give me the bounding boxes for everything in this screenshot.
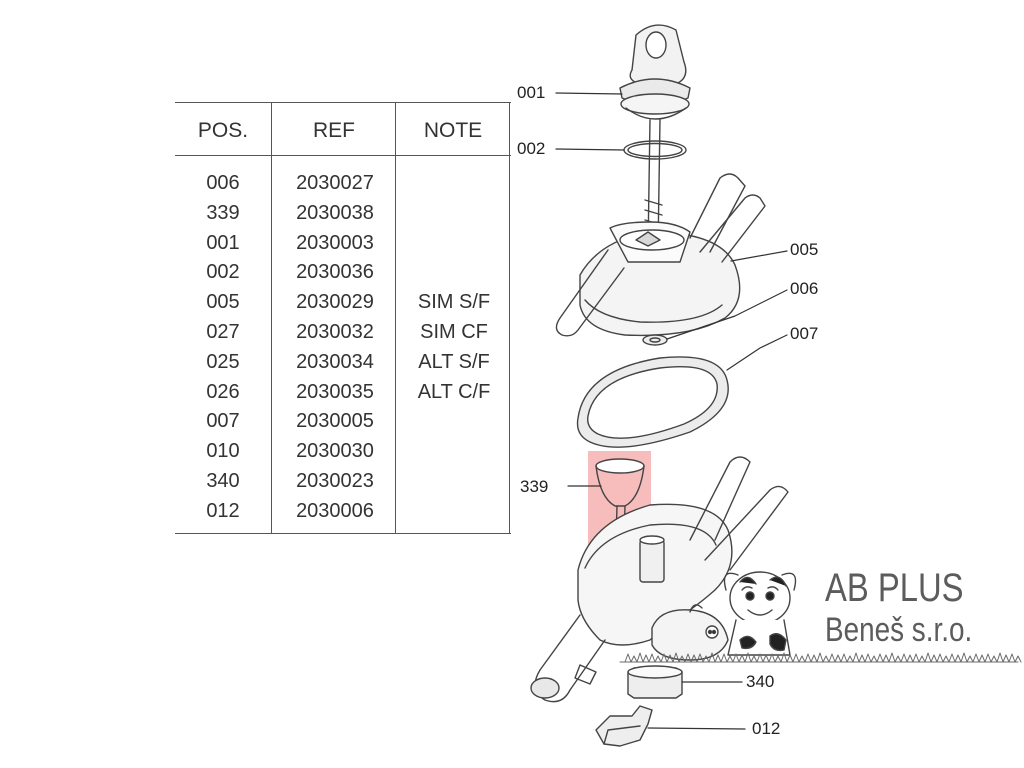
- part-007-gasket: [576, 356, 729, 448]
- cell-note: SIM CF: [420, 320, 488, 343]
- cell-pos: 027: [206, 320, 240, 343]
- cell-pos: 002: [206, 261, 240, 284]
- cell-ref: 2030030: [296, 440, 374, 463]
- table-column-divider: [271, 103, 272, 533]
- cell-note: [397, 497, 511, 527]
- parts-table: POS. REF NOTE 006 339 001 002 005 027 02…: [175, 102, 511, 534]
- cell-pos: 339: [206, 201, 240, 224]
- cell-ref: 2030023: [296, 469, 374, 492]
- callout-339: 339: [520, 477, 549, 496]
- cell-ref: 2030032: [296, 320, 374, 343]
- cell-ref: 2030027: [296, 172, 374, 194]
- header-note: NOTE: [423, 119, 483, 142]
- cell-pos: 006: [206, 172, 240, 194]
- pos-column: 006 339 001 002 005 027 025 026 007 010 …: [175, 169, 271, 527]
- cell-pos: 010: [206, 440, 240, 463]
- cell-ref: 2030003: [296, 231, 374, 254]
- cell-note: [397, 258, 511, 288]
- callout-340: 340: [746, 672, 775, 691]
- part-002-o-ring: [623, 140, 687, 160]
- cell-ref: 2030036: [296, 261, 374, 284]
- callout-006: 006: [790, 279, 819, 298]
- logo-mascots: [651, 571, 797, 661]
- cell-note: SIM S/F: [417, 291, 491, 314]
- callout-005: 005: [790, 240, 819, 259]
- cell-ref: 2030006: [296, 499, 374, 522]
- ref-column: 2030027 2030038 2030003 2030036 2030029 …: [273, 169, 397, 527]
- table-header-divider: [175, 155, 511, 156]
- callout-001: 001: [517, 83, 546, 102]
- header-ref: REF: [313, 119, 355, 142]
- company-logo: AB PLUS Beneš s.r.o.: [825, 565, 1005, 649]
- table-column-divider: [509, 103, 510, 533]
- header-pos: POS.: [197, 119, 249, 142]
- cell-note: [397, 437, 511, 467]
- cell-note: [397, 467, 511, 497]
- cell-pos: 007: [206, 410, 240, 433]
- cell-note: [397, 199, 511, 229]
- cell-pos: 001: [206, 231, 240, 254]
- cell-note: ALT C/F: [417, 380, 491, 403]
- cell-pos: 340: [206, 469, 240, 492]
- cell-note: [397, 229, 511, 259]
- cell-ref: 2030034: [296, 350, 374, 373]
- cell-ref: 2030038: [296, 201, 374, 224]
- table-column-divider: [395, 103, 396, 533]
- note-column: SIM S/F SIM CF ALT S/F ALT C/F: [397, 169, 511, 527]
- cell-pos: 012: [206, 499, 240, 522]
- part-claw-bowl: [530, 456, 789, 703]
- part-006-washer: [642, 334, 668, 346]
- part-340-nut: [627, 665, 683, 699]
- logo-text-line1: AB PLUS: [825, 566, 964, 610]
- cell-pos: 025: [206, 350, 240, 373]
- cell-ref: 2030029: [296, 291, 374, 314]
- cell-pos: 026: [206, 380, 240, 403]
- callout-007: 007: [790, 324, 819, 343]
- grass-strip: [619, 652, 1022, 663]
- part-012-key: [595, 705, 653, 747]
- cell-ref: 2030005: [296, 410, 374, 433]
- callout-012: 012: [752, 719, 781, 738]
- cell-note: ALT S/F: [418, 350, 490, 373]
- cell-note: [397, 169, 511, 199]
- part-005-claw-cover: [555, 173, 766, 337]
- cell-ref: 2030035: [296, 380, 374, 403]
- part-001-eye-bolt: [619, 24, 691, 251]
- cell-pos: 005: [206, 291, 240, 314]
- cell-note: [397, 407, 511, 437]
- logo-text-line2: Beneš s.r.o.: [825, 611, 973, 649]
- callout-002: 002: [517, 139, 546, 158]
